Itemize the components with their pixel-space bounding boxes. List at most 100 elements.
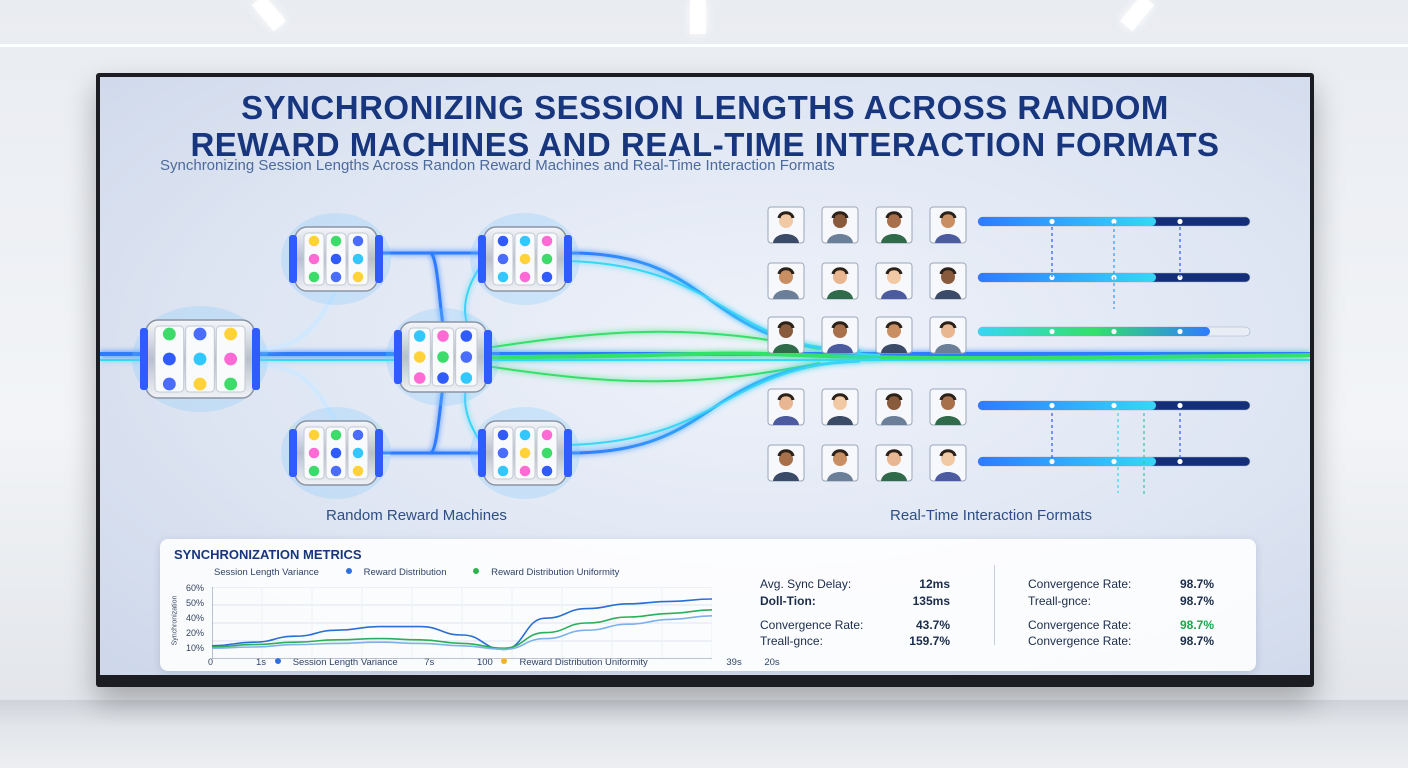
avatar-hair	[831, 449, 849, 457]
x-tick: 20s	[764, 657, 780, 668]
avatar-body	[827, 290, 853, 299]
avatar-body	[773, 234, 799, 243]
metrics-title: SYNCHRONIZATION METRICS	[174, 547, 362, 562]
avatar-body	[827, 234, 853, 243]
y-tick: 40%	[186, 613, 205, 623]
machine-cap	[484, 330, 492, 384]
person-avatar-icon	[875, 388, 913, 426]
reel-symbol	[193, 327, 207, 341]
reel-symbol	[437, 330, 449, 342]
machine-cap	[478, 235, 486, 283]
session-timeline	[977, 326, 1251, 337]
avatar-head	[779, 214, 793, 228]
avatar-body	[935, 416, 961, 425]
reel-symbol	[308, 429, 320, 441]
avatar-body	[881, 234, 907, 243]
avatar-body	[881, 472, 907, 481]
reel-symbol	[460, 330, 473, 342]
timeline-marker	[1111, 328, 1117, 335]
sync-flow-diagram	[100, 206, 1310, 499]
person-avatar-icon	[767, 206, 805, 244]
timeline-marker	[1177, 328, 1183, 335]
avatar-body	[827, 416, 853, 425]
title-line-2: REWARD MACHINES AND REAL-TIME INTERACTIO…	[190, 126, 1220, 163]
reel-symbol	[352, 253, 364, 265]
person-avatar-icon	[875, 444, 913, 482]
avatar-hair	[939, 321, 957, 329]
timeline-fill	[978, 457, 1156, 466]
timeline-marker	[1049, 458, 1055, 465]
avatar-head	[887, 396, 901, 410]
dashboard-display: SYNCHRONIZING SESSION LENGTHS ACROSS RAN…	[100, 77, 1310, 675]
person-avatar-icon	[875, 262, 913, 300]
reel-symbol	[308, 235, 320, 247]
stat-value: 98.7%	[1179, 618, 1214, 632]
avatar-body	[827, 344, 853, 353]
avatar-head	[941, 396, 955, 410]
reel-symbol	[497, 429, 509, 441]
reel-symbol	[541, 447, 553, 459]
stat-label: Treall-gnce:	[760, 634, 823, 648]
slot-machine-icon	[386, 308, 500, 406]
stat-label: Treall-gnce:	[1028, 594, 1091, 608]
machine-cap	[289, 235, 297, 283]
legend-item: Reward Distribution	[345, 567, 459, 578]
reel-symbol	[193, 352, 207, 366]
series-line-session-length-variance	[212, 598, 712, 651]
timeline-marker	[1049, 274, 1055, 281]
ceiling-light	[690, 0, 706, 34]
machine-cap	[289, 429, 297, 477]
reel-symbol	[352, 271, 364, 283]
avatar-head	[833, 396, 847, 410]
metrics-panel: SYNCHRONIZATION METRICS Session Length V…	[160, 539, 1256, 671]
avatar-hair	[831, 267, 849, 275]
wall-trim	[0, 44, 1408, 47]
machine-cap	[478, 429, 486, 477]
floor	[0, 700, 1408, 768]
timeline-marker	[1111, 458, 1117, 465]
reel-symbol	[460, 372, 473, 384]
person-avatar-icon	[875, 316, 913, 354]
avatar-head	[941, 214, 955, 228]
person-avatar-icon	[821, 316, 859, 354]
reel-symbol	[162, 327, 176, 341]
reel-symbol	[519, 235, 531, 247]
reel-symbol	[460, 351, 473, 363]
x-tick: 39s	[726, 657, 742, 668]
machine-cap	[564, 235, 572, 283]
reel-symbol	[413, 351, 426, 363]
avatar-hair	[777, 267, 795, 275]
legend-item: Reward Distribution Uniformity	[473, 567, 631, 578]
person-avatar-icon	[767, 262, 805, 300]
stat-value: 159.7%	[909, 634, 950, 648]
reel-symbol	[497, 271, 509, 283]
stat-value: 43.7%	[915, 618, 950, 632]
avatar-hair	[885, 449, 903, 457]
avatar-head	[833, 452, 847, 466]
person-avatar-icon	[767, 316, 805, 354]
avatar-body	[773, 290, 799, 299]
reel-symbol	[541, 253, 553, 265]
avatar-head	[887, 324, 901, 338]
reel-symbol	[413, 330, 426, 342]
machine-cap	[252, 328, 260, 390]
avatar-head	[779, 452, 793, 466]
person-avatar-icon	[929, 262, 967, 300]
stat-value: 98.7%	[1179, 594, 1214, 608]
x-tick: 100	[476, 657, 493, 668]
avatar-head	[941, 324, 955, 338]
reel-symbol	[541, 465, 553, 477]
machine-cap	[394, 330, 402, 384]
avatar-head	[833, 270, 847, 284]
ceiling-light	[1120, 0, 1155, 32]
legend-marker	[274, 658, 281, 664]
timeline-marker	[1049, 402, 1055, 409]
person-avatar-icon	[929, 206, 967, 244]
legend-item: Reward Distribution Uniformity	[501, 657, 659, 668]
avatar-hair	[939, 267, 957, 275]
stat-value: 135ms	[912, 594, 950, 608]
reel-symbol	[497, 465, 509, 477]
reel-symbol	[437, 351, 449, 363]
reel-symbol	[308, 465, 320, 477]
